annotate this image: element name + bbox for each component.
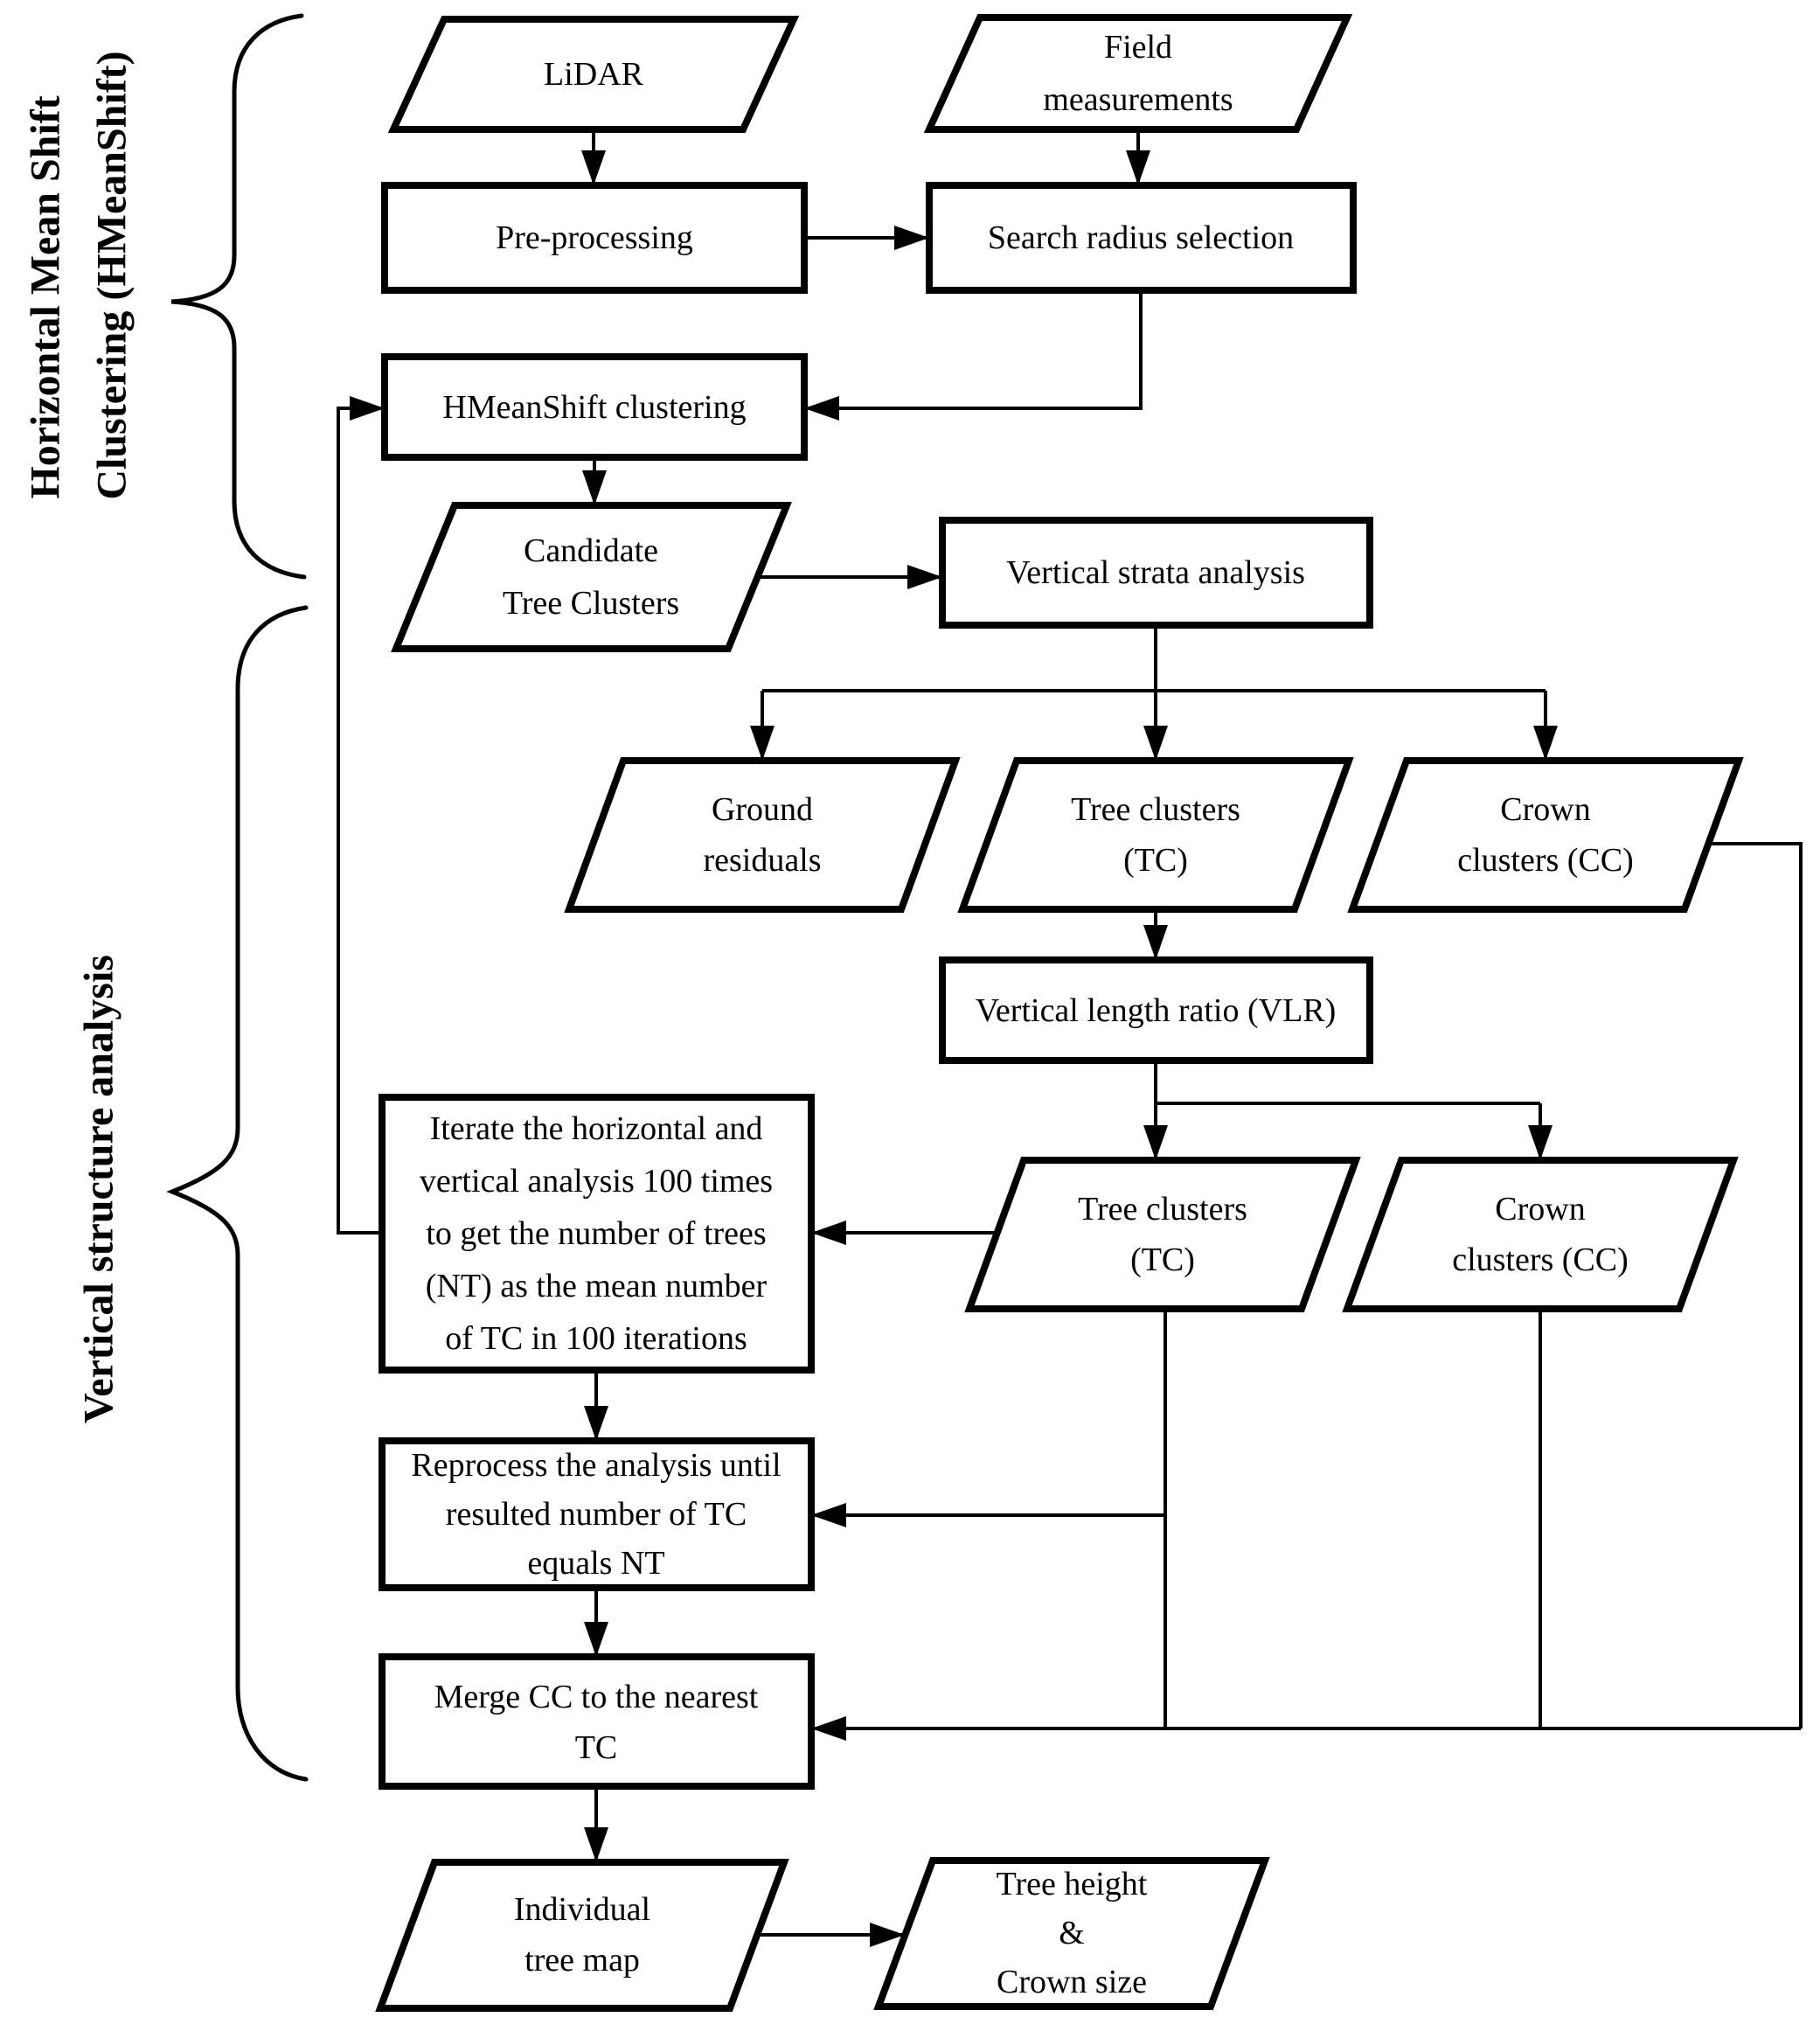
reprocess-label-line2: resulted number of TC: [446, 1496, 747, 1533]
tree-height-crown-size-label-line1: Tree height: [997, 1866, 1148, 1902]
node-iterate: Iterate the horizontal and vertical anal…: [379, 1094, 815, 1374]
hmeanshift-section-label-line1: Horizontal Mean Shift: [23, 95, 69, 498]
hmeanshift-section-brace: [170, 13, 307, 580]
crown-clusters-1-parallelogram: [1347, 757, 1744, 913]
reprocess-rect: [379, 1437, 815, 1591]
iterate-rect: [379, 1094, 815, 1374]
node-crown-clusters-2: Crown clusters (CC): [1342, 1157, 1739, 1312]
ground-residuals-label-line2: residuals: [703, 842, 821, 879]
preprocessing-label: Pre-processing: [496, 219, 693, 256]
crown-clusters-2-label-line2: clusters (CC): [1452, 1242, 1629, 1278]
iterate-label-line3: to get the number of trees: [426, 1215, 766, 1252]
candidate-tree-clusters-label-line1: Candidate: [524, 532, 658, 569]
ground-residuals-label-line1: Ground: [712, 791, 813, 828]
node-merge: Merge CC to the nearest TC: [379, 1653, 815, 1790]
node-candidate-tree-clusters: Candidate Tree Clusters: [391, 502, 792, 652]
node-ground-residuals: Ground residuals: [564, 757, 961, 913]
node-crown-clusters-1: Crown clusters (CC): [1347, 757, 1744, 913]
hmeanshift-section-label-line2: Clustering (HMeanShift): [89, 51, 135, 499]
reprocess-label-line3: equals NT: [527, 1545, 664, 1582]
individual-tree-map-label-line2: tree map: [524, 1942, 640, 1979]
iterate-label-line2: vertical analysis 100 times: [420, 1163, 773, 1200]
crown-clusters-1-label-line2: clusters (CC): [1457, 842, 1634, 879]
crown-clusters-2-parallelogram: [1342, 1157, 1739, 1312]
search-radius-selection-label: Search radius selection: [988, 219, 1294, 256]
vertical-length-ratio-rect: [939, 956, 1373, 1064]
node-lidar: LiDAR: [387, 16, 800, 133]
individual-tree-map-label-line1: Individual: [514, 1891, 650, 1928]
tree-clusters-2-label-line2: (TC): [1130, 1242, 1195, 1278]
hmeanshift-clustering-label: HMeanShift clustering: [442, 389, 746, 426]
field-measurements-label-line2: measurements: [1043, 81, 1233, 118]
tree-clusters-1-label-line2: (TC): [1123, 842, 1188, 879]
tree-height-crown-size-parallelogram: [873, 1857, 1270, 2010]
node-tree-clusters-1: Tree clusters (TC): [957, 757, 1354, 913]
vertical-strata-analysis-label: Vertical strata analysis: [1006, 554, 1305, 591]
hmeanshift-clustering-rect: [381, 353, 808, 461]
node-reprocess: Reprocess the analysis until resulted nu…: [379, 1437, 815, 1591]
merge-label-line1: Merge CC to the nearest: [434, 1679, 759, 1715]
crown-clusters-2-label-line1: Crown: [1495, 1191, 1585, 1228]
tree-clusters-2-parallelogram: [964, 1157, 1361, 1312]
preprocessing-rect: [381, 182, 808, 294]
edge-iterate-feedback-to-hmeanshift: [337, 396, 385, 1235]
tree-height-crown-size-label-line2: &: [1059, 1915, 1085, 1951]
tree-clusters-1-parallelogram: [957, 757, 1354, 913]
candidate-tree-clusters-parallelogram: [391, 502, 792, 652]
vertical-section-brace: [166, 605, 309, 1782]
vertical-length-ratio-label: Vertical length ratio (VLR): [976, 992, 1337, 1029]
iterate-label-line5: of TC in 100 iterations: [445, 1320, 747, 1357]
edge-search-radius-to-hmeanshift: [804, 290, 1143, 421]
node-field-measurements: Field measurements: [923, 14, 1353, 133]
merge-rect: [379, 1653, 815, 1790]
merge-label-line2: TC: [575, 1729, 618, 1766]
tree-clusters-2-label-line1: Tree clusters: [1078, 1191, 1247, 1228]
iterate-label-line1: Iterate the horizontal and: [430, 1110, 763, 1147]
search-radius-selection-rect: [926, 182, 1357, 294]
individual-tree-map-parallelogram: [375, 1859, 789, 2012]
lidar-parallelogram: [387, 16, 800, 133]
iterate-label-line4: (NT) as the mean number: [426, 1268, 768, 1304]
candidate-tree-clusters-label-line2: Tree Clusters: [503, 585, 679, 622]
node-tree-clusters-2: Tree clusters (TC): [964, 1157, 1361, 1312]
reprocess-label-line1: Reprocess the analysis until: [411, 1447, 781, 1484]
tree-height-crown-size-label-line3: Crown size: [997, 1964, 1147, 2000]
node-preprocessing: Pre-processing: [381, 182, 808, 294]
vertical-strata-analysis-rect: [939, 517, 1373, 629]
vertical-section-label: Vertical structure analysis: [76, 955, 122, 1423]
node-vertical-length-ratio: Vertical length ratio (VLR): [939, 956, 1373, 1064]
tree-clusters-1-label-line1: Tree clusters: [1071, 791, 1240, 828]
lidar-label: LiDAR: [544, 56, 644, 93]
node-hmeanshift-clustering: HMeanShift clustering: [381, 353, 808, 461]
field-measurements-parallelogram: [923, 14, 1353, 133]
crown-clusters-1-label-line1: Crown: [1500, 791, 1590, 828]
node-individual-tree-map: Individual tree map: [375, 1859, 789, 2012]
node-tree-height-crown-size: Tree height & Crown size: [873, 1857, 1270, 2010]
field-measurements-label-line1: Field: [1104, 29, 1172, 66]
edge-crown-clusters-1-feedback: [1705, 842, 1803, 1728]
node-vertical-strata-analysis: Vertical strata analysis: [939, 517, 1373, 629]
ground-residuals-parallelogram: [564, 757, 961, 913]
node-search-radius-selection: Search radius selection: [926, 182, 1357, 294]
